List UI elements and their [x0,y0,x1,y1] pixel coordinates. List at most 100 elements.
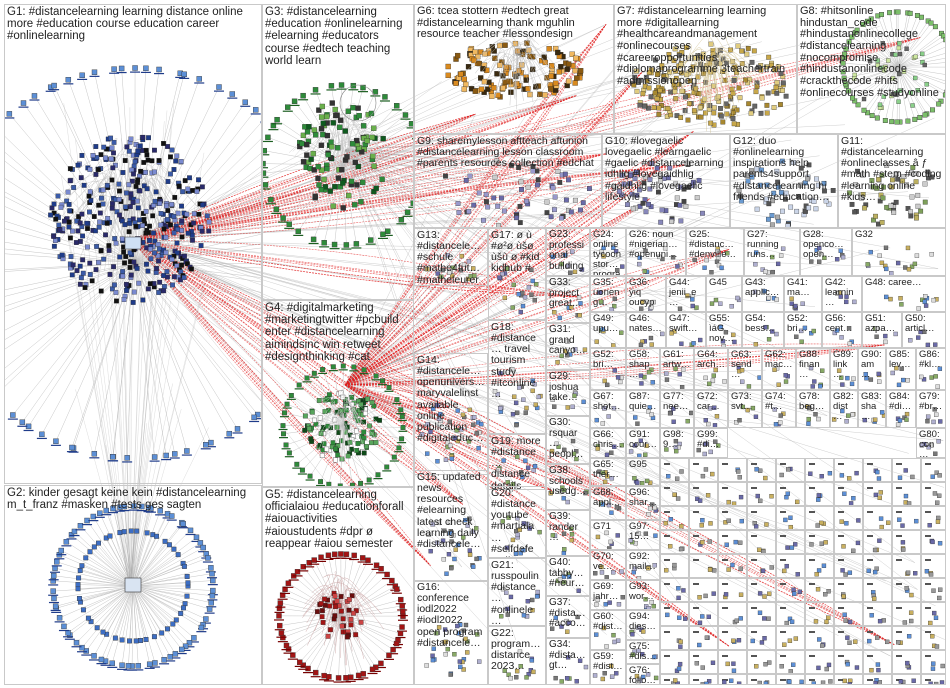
node [655,96,660,101]
node [930,252,934,256]
node [896,640,900,644]
node [301,93,306,98]
node [787,680,791,684]
node [151,231,156,236]
node [868,59,872,63]
node [320,608,325,613]
node-label-mark [122,461,132,462]
group-cell-g21: G21: russpoulin #distance… #onlinele… #h… [488,558,546,626]
node [635,422,639,426]
node [338,118,343,123]
group-g25-nodes [687,229,743,275]
minor-group-nodes [806,603,833,625]
node [138,638,143,643]
node [889,119,894,124]
node [553,195,558,200]
node [551,186,556,191]
node [137,281,142,286]
node [555,442,559,446]
node [319,126,324,131]
minor-group-cell [863,674,892,685]
node [62,219,67,224]
group-g30-nodes [547,417,589,463]
minor-group-nodes [922,603,945,625]
node-label-mark [203,561,213,562]
node [308,474,313,479]
node [530,598,534,602]
node [132,260,137,265]
node [726,662,730,666]
node [94,172,99,177]
node [880,173,885,178]
node [605,383,609,387]
node [165,217,170,222]
node [902,70,906,74]
node [674,449,678,453]
node [603,379,607,383]
node-label-mark [182,454,192,455]
node [449,673,453,677]
node-label-mark [81,654,91,655]
node [637,188,642,193]
node [96,203,101,208]
node [897,518,901,522]
node [652,105,657,110]
node [313,132,318,137]
node [710,472,714,476]
node [612,406,616,410]
node [704,418,708,422]
node [92,653,97,658]
node [843,613,847,617]
group-cell-g70: G70: ve… [590,550,626,580]
minor-group-cell [892,578,921,602]
node-label-mark [896,487,902,489]
minor-group-nodes [864,507,891,529]
node [573,270,577,274]
node [637,454,641,457]
node [83,285,88,290]
group-cell-g33: G33: project great… [546,276,590,323]
node [739,495,743,499]
group-cell-g74: G74: #t… [762,390,796,428]
node [101,145,106,150]
node [458,660,462,664]
node [501,519,505,523]
node [818,384,822,388]
node [759,168,764,173]
node [731,333,735,337]
node [824,199,829,204]
minor-group-cell [834,530,863,554]
node [499,196,504,201]
node [622,182,627,187]
node-label-mark [283,407,292,408]
node [420,432,424,436]
node [511,412,515,416]
node [632,83,637,88]
node-label-mark [310,377,319,378]
node [492,48,497,53]
node [368,238,373,243]
node-label-mark [809,583,815,585]
node [512,395,516,399]
node [535,169,540,174]
node [310,410,315,415]
node [165,269,170,274]
group-g74-nodes [763,391,795,427]
node [879,517,883,521]
group-g8-nodes [798,5,945,133]
node [607,546,611,549]
node [701,71,706,76]
node [873,570,877,574]
edge [135,74,184,263]
node [319,431,324,436]
node [210,571,215,576]
minor-group-nodes [893,555,920,577]
node [653,534,657,538]
node [844,521,848,525]
group-cell-g35: G35: uoneng… [590,276,626,312]
minor-group-nodes [661,627,688,649]
node [501,587,505,591]
node [776,262,780,266]
node [926,415,930,419]
node [190,238,195,243]
